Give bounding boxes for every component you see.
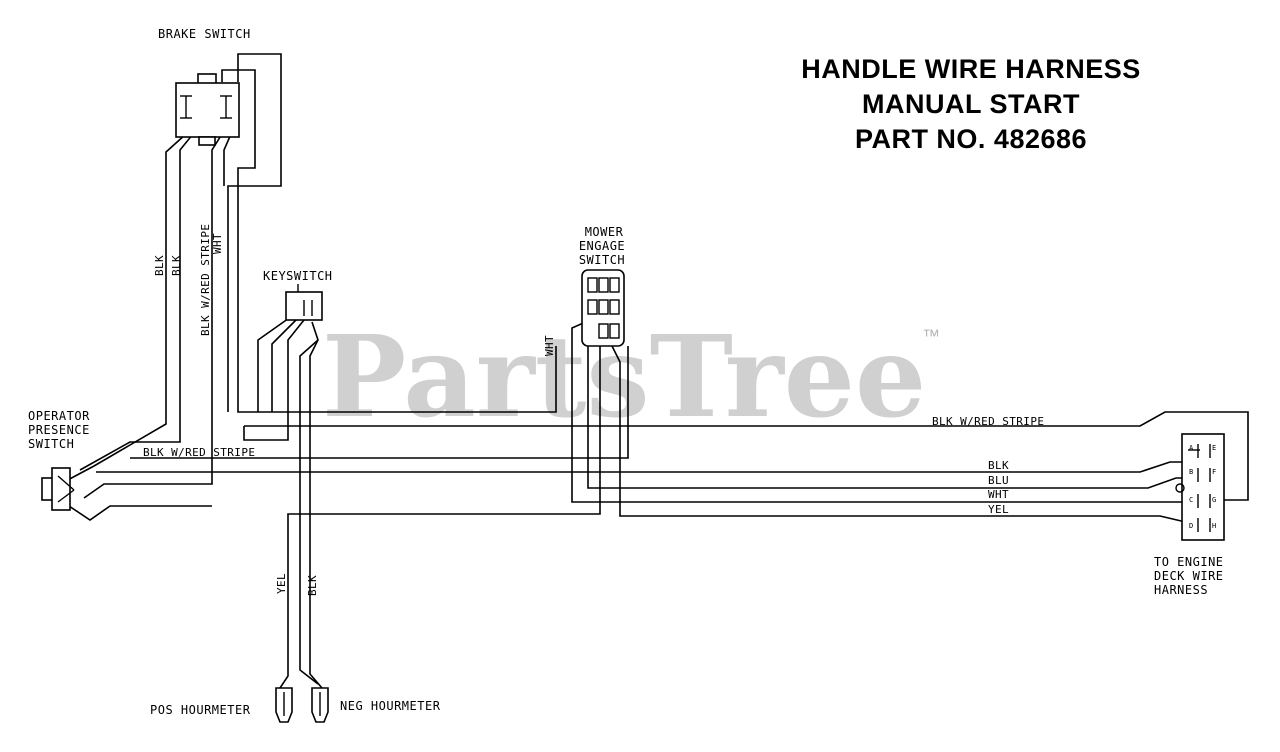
pin-f: F [1212, 468, 1216, 476]
wire-run-blk [96, 461, 1194, 473]
wire-label-blk-1: BLK [153, 255, 166, 276]
wire-key-1 [257, 315, 293, 412]
wires [63, 53, 1249, 689]
pos-hourmeter-label: POS HOURMETER [150, 703, 251, 717]
mower-engage-label-3: SWITCH [579, 253, 625, 267]
operator-presence-label-2: PRESENCE [28, 423, 90, 437]
wire-wht-vertical [223, 133, 232, 186]
wire-label-blk-red-left: BLK W/RED STRIPE [143, 446, 255, 459]
pos-hourmeter-terminal [275, 687, 293, 723]
pin-d: D [1189, 522, 1193, 530]
wire-label-run-blk: BLK [988, 459, 1009, 472]
wire-label-hour-blk: BLK [306, 575, 319, 596]
operator-presence-label-3: SWITCH [28, 437, 74, 451]
neg-hourmeter-terminal [311, 687, 329, 723]
engine-harness-label-2: DECK WIRE [1154, 569, 1224, 583]
wire-label-blk-2: BLK [170, 255, 183, 276]
wire-key-3 [243, 319, 305, 441]
title-line-2: MANUAL START [862, 89, 1080, 119]
engine-harness-label-1: TO ENGINE [1154, 555, 1224, 569]
mower-engage-label-1: MOWER [585, 225, 624, 239]
wire-blk-red-top [244, 411, 1249, 501]
wire-run-yel [611, 345, 1195, 525]
pin-h: H [1212, 522, 1216, 530]
pin-g: G [1212, 496, 1216, 504]
keyswitch [285, 284, 323, 321]
wire-hour-yel [279, 346, 601, 689]
wire-label-run-yel: YEL [988, 503, 1009, 516]
wire-ops-lower [65, 503, 212, 521]
wire-label-blk-red-top: BLK W/RED STRIPE [932, 415, 1044, 428]
wire-label-hour-yel: YEL [275, 573, 288, 594]
wire-label-wht-mower: WHT [543, 335, 556, 356]
brake-switch [175, 73, 240, 146]
mower-engage-label-2: ENGAGE [579, 239, 625, 253]
wire-brake-outer [227, 53, 282, 412]
pin-c: C [1189, 496, 1193, 504]
wire-blk-1 [63, 133, 187, 483]
pin-e: E [1212, 444, 1216, 452]
pin-a: A [1189, 444, 1194, 452]
diagram-title: HANDLE WIRE HARNESS MANUAL START PART NO… [801, 54, 1141, 154]
operator-presence-label-1: OPERATOR [28, 409, 90, 423]
operator-presence-switch [41, 467, 75, 511]
engine-deck-connector [1175, 433, 1225, 541]
wire-label-run-wht: WHT [988, 488, 1009, 501]
title-line-3: PART NO. 482686 [855, 124, 1087, 154]
wire-blk-2 [79, 133, 194, 471]
wire-brake-loop [221, 69, 557, 413]
neg-hourmeter-label: NEG HOURMETER [340, 699, 441, 713]
watermark-trademark: ™ [922, 326, 940, 346]
engine-harness-label-3: HARNESS [1154, 583, 1208, 597]
wire-blk-red-left [130, 346, 629, 459]
brake-switch-label: BRAKE SWITCH [158, 27, 251, 41]
mower-engage-switch [581, 269, 625, 347]
wire-key-4 [309, 321, 323, 689]
pin-b: B [1189, 468, 1193, 476]
wire-label-blk-red-vertical: BLK W/RED STRIPE [199, 224, 212, 336]
wire-label-wht-vertical: WHT [211, 233, 224, 254]
wire-hour-blk-2 [299, 339, 319, 685]
keyswitch-label: KEYSWITCH [263, 269, 333, 283]
title-line-1: HANDLE WIRE HARNESS [801, 54, 1141, 84]
wire-key-2 [271, 317, 299, 412]
wire-label-run-blu: BLU [988, 474, 1009, 487]
